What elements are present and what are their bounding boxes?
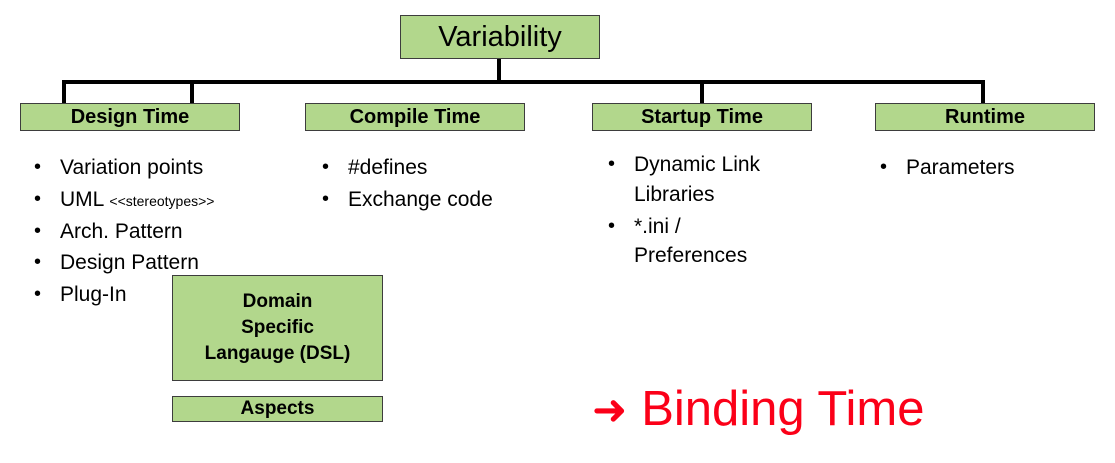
node-startup-time: Startup Time: [592, 103, 812, 131]
bullet-list-design-time: • Variation points • UML <<stereotypes>>…: [34, 153, 284, 312]
connector-drop-runtime: [981, 80, 985, 103]
bullet-icon: •: [34, 187, 42, 210]
dsl-line-3: Langauge (DSL): [204, 343, 351, 365]
list-item: • Exchange code: [322, 185, 552, 215]
node-domain-specific-language: Domain Specific Langauge (DSL): [172, 275, 383, 381]
bullet-icon: •: [34, 156, 42, 178]
node-compile-time-label: Compile Time: [349, 105, 481, 128]
node-design-time: Design Time: [20, 103, 240, 131]
connector-root-stem: [497, 59, 501, 83]
connector-horizontal-bus: [62, 80, 985, 84]
connector-drop-startup-time: [700, 80, 704, 103]
bullet-icon: •: [608, 214, 616, 237]
list-item-label: Arch. Pattern: [60, 219, 183, 243]
callout-binding-time: ➜ Binding Time: [592, 385, 924, 434]
bullet-list-runtime: • Parameters: [880, 153, 1090, 185]
bullet-icon: •: [34, 219, 42, 242]
list-item: • Variation points: [34, 153, 284, 183]
list-item-label: Plug-In: [60, 283, 127, 307]
bullet-icon: •: [608, 153, 616, 175]
node-variability: Variability: [400, 15, 600, 59]
node-design-time-label: Design Time: [70, 105, 190, 128]
list-item: • #defines: [322, 153, 552, 183]
list-item: • Parameters: [880, 153, 1090, 183]
list-item: • Plug-In: [34, 280, 284, 310]
callout-binding-time-label: Binding Time: [641, 382, 925, 436]
list-item-label: UML <<stereotypes>>: [60, 185, 284, 215]
bullet-icon: •: [880, 156, 888, 178]
list-item-label: Design Pattern: [60, 251, 199, 275]
bullet-list-startup-time: • Dynamic Link Libraries • *.ini / Prefe…: [608, 150, 858, 273]
connector-drop-compile-time: [190, 80, 194, 103]
node-variability-label: Variability: [438, 20, 562, 53]
bullet-icon: •: [34, 251, 42, 274]
list-item-label: *.ini / Preferences: [634, 214, 748, 268]
list-item-label: #defines: [348, 156, 428, 179]
node-startup-time-label: Startup Time: [641, 105, 763, 128]
list-item: • Design Pattern: [34, 248, 284, 278]
bullet-icon: •: [322, 156, 330, 178]
list-item-label: Variation points: [60, 156, 204, 179]
connector-drop-design-time: [62, 80, 66, 103]
list-item: • UML <<stereotypes>>: [34, 185, 284, 215]
list-item-text: UML: [60, 187, 110, 211]
bullet-icon: •: [322, 187, 330, 210]
dsl-line-2: Specific: [241, 316, 314, 338]
node-runtime-label: Runtime: [945, 105, 1025, 128]
node-aspects: Aspects: [172, 396, 383, 422]
bullet-icon: •: [34, 283, 42, 306]
list-item: • Dynamic Link Libraries: [608, 150, 858, 210]
right-arrow-icon: ➜: [592, 384, 628, 434]
list-item-label: Dynamic Link Libraries: [634, 153, 761, 206]
list-item: • Arch. Pattern: [34, 217, 284, 247]
list-item-label: Parameters: [906, 156, 1015, 179]
bullet-list-compile-time: • #defines • Exchange code: [322, 153, 552, 217]
dsl-line-1: Domain: [242, 290, 313, 312]
node-aspects-label: Aspects: [240, 398, 315, 419]
list-item-label: Exchange code: [348, 187, 493, 211]
node-runtime: Runtime: [875, 103, 1095, 131]
node-compile-time: Compile Time: [305, 103, 525, 131]
list-item: • *.ini / Preferences: [608, 212, 858, 272]
list-item-annotation: <<stereotypes>>: [109, 192, 215, 209]
